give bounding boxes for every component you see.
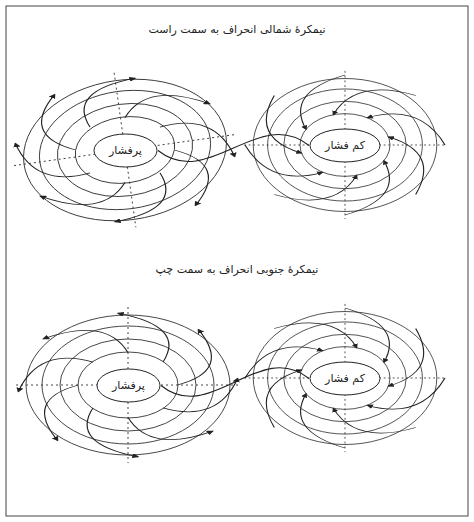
pressure-label: کم فشار [325, 139, 365, 152]
pressure-link [158, 135, 309, 162]
pressure-label: پرفشار [112, 379, 145, 392]
pressure-label: کم فشار [325, 372, 365, 385]
pressure-link [161, 368, 309, 397]
pressure-center: کم فشار [309, 361, 381, 396]
hemisphere-heading: نیمکرهٔ شمالی انحراف به سمت راست [87, 22, 387, 39]
pressure-center: پرفشار [93, 133, 158, 168]
pressure-label: پرفشار [109, 144, 142, 157]
pressure-center: پرفشار [96, 368, 161, 403]
pressure-center: کم فشار [309, 128, 381, 163]
hemisphere-heading: نیمکرهٔ جنوبی انحراف به سمت چپ [87, 262, 387, 279]
